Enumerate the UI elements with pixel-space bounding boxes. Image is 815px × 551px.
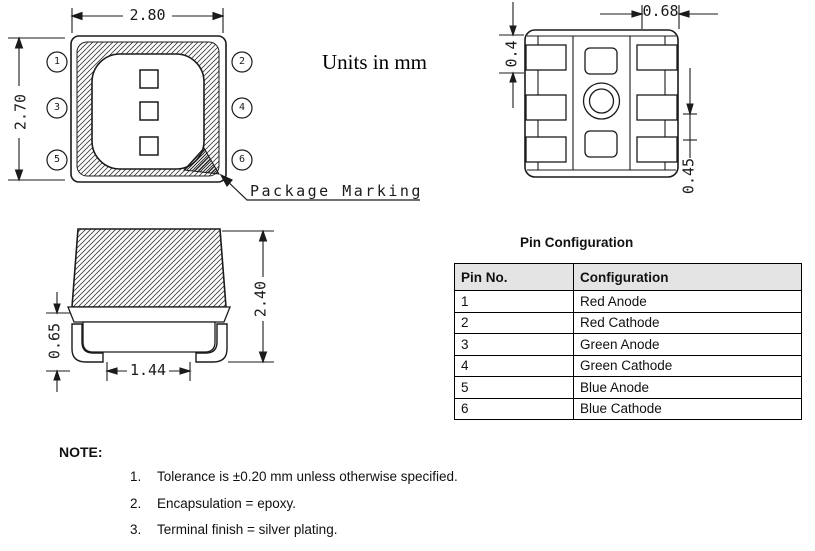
- cell-pin: 5: [454, 376, 574, 399]
- pin-2-circle: [231, 51, 253, 73]
- pad-left-3: [525, 136, 567, 163]
- center-ring-outer: [582, 82, 621, 120]
- side-view-lead-height-dim: 0.65: [45, 322, 64, 360]
- pin-5-number: 5: [53, 154, 61, 165]
- lead-left: [71, 323, 104, 363]
- led-chip-1: [139, 69, 159, 89]
- side-view-lead-span-dim: 1.44: [129, 361, 167, 379]
- pad-right-3: [636, 136, 678, 163]
- package-marking-label: Package Marking: [250, 182, 423, 200]
- pad-right-2: [636, 94, 678, 121]
- pin-4-circle: [231, 97, 253, 119]
- pin-6-circle: [231, 149, 253, 171]
- bottom-view: [499, 2, 718, 178]
- table-row: 1 Red Anode: [454, 290, 802, 313]
- center-ring-inner: [588, 88, 615, 114]
- pad-right-1: [636, 44, 678, 71]
- pin-2-number: 2: [238, 56, 246, 67]
- pin-1-number: 1: [53, 56, 61, 67]
- pin-table-title: Pin Configuration: [520, 235, 634, 250]
- table-row: 5 Blue Anode: [454, 376, 802, 399]
- center-pad-bottom: [584, 130, 618, 158]
- table-header-row: Pin No. Configuration: [454, 263, 802, 291]
- center-pad-top: [584, 47, 618, 75]
- note-heading: NOTE:: [59, 444, 103, 460]
- pin-configuration-table: Pin No. Configuration 1 Red Anode 2 Red …: [454, 263, 802, 420]
- note-item-number: 3.: [130, 522, 142, 537]
- pin-6-number: 6: [238, 154, 246, 165]
- dimension-total-height-lines: [222, 229, 274, 364]
- dimension-height-lines: [8, 36, 65, 182]
- pin-1-circle: [46, 51, 68, 73]
- note-item-text: Tolerance is ±0.20 mm unless otherwise s…: [157, 469, 458, 484]
- note-item-number: 2.: [130, 496, 142, 511]
- table-row: 6 Blue Cathode: [454, 397, 802, 420]
- note-item-text: Encapsulation = epoxy.: [157, 496, 296, 511]
- lead-right: [195, 323, 228, 363]
- dimension-pad-pitch-lines: [683, 68, 697, 158]
- note-item-number: 1.: [130, 469, 142, 484]
- col-header-pin-no: Pin No.: [454, 263, 574, 291]
- top-view-height-dim: 2.70: [11, 93, 30, 131]
- bottom-view-pad-pitch-dim: 0.45: [679, 157, 698, 195]
- base-band: [67, 306, 231, 323]
- side-view-height-dim: 2.40: [251, 280, 270, 318]
- table-row: 2 Red Cathode: [454, 311, 802, 334]
- cell-pin: 6: [454, 397, 574, 420]
- marking-leader-line: [219, 173, 420, 201]
- dimension-pad-width-lines: [499, 2, 524, 108]
- dimension-lead-span-lines: [105, 362, 192, 381]
- led-chip-3: [139, 136, 159, 156]
- top-view: [8, 8, 420, 201]
- pad-left-1: [525, 44, 567, 71]
- hull-bottom: [82, 321, 216, 353]
- side-view: [46, 228, 274, 392]
- pin-4-number: 4: [238, 102, 246, 113]
- col-header-configuration: Configuration: [573, 263, 802, 291]
- pad-left-2: [525, 94, 567, 121]
- body-hatch: [71, 228, 227, 308]
- cell-pin: 4: [454, 354, 574, 377]
- bottom-view-pad-width-dim: 0.4: [502, 40, 521, 68]
- cell-pin: 2: [454, 311, 574, 334]
- pin-3-number: 3: [53, 102, 61, 113]
- cell-pin: 1: [454, 290, 574, 313]
- dimension-width-lines: [70, 8, 225, 33]
- led-chip-2: [139, 101, 159, 121]
- cell-config: Blue Cathode: [573, 397, 802, 420]
- cell-config: Red Anode: [573, 290, 802, 313]
- note-item-text: Terminal finish = silver plating.: [157, 522, 338, 537]
- pin-3-circle: [46, 97, 68, 119]
- cell-config: Green Cathode: [573, 354, 802, 377]
- cell-config: Red Cathode: [573, 311, 802, 334]
- pin-5-circle: [46, 149, 68, 171]
- lens-cavity: [91, 53, 205, 170]
- dimension-pad-length-lines: [600, 5, 718, 29]
- cell-config: Green Anode: [573, 333, 802, 356]
- top-view-width-dim: 2.80: [129, 6, 166, 24]
- cell-pin: 3: [454, 333, 574, 356]
- dimension-lead-height-lines: [46, 292, 70, 392]
- marking-triangle: [182, 147, 220, 175]
- cell-config: Blue Anode: [573, 376, 802, 399]
- bottom-view-pad-length-dim: 0.68: [642, 2, 679, 20]
- units-note: Units in mm: [322, 50, 428, 74]
- table-row: 3 Green Anode: [454, 333, 802, 356]
- table-row: 4 Green Cathode: [454, 354, 802, 377]
